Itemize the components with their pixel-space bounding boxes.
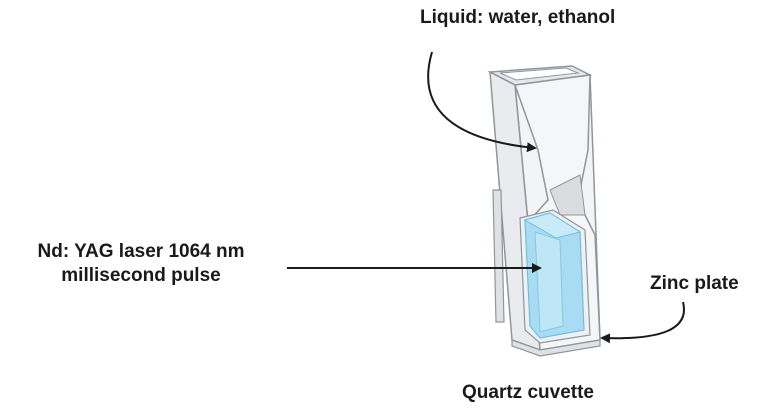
laser-label: Nd: YAG laser 1064 nm millisecond pulse (6, 240, 276, 288)
laser-label-line1: Nd: YAG laser 1064 nm (37, 241, 245, 262)
quartz-cuvette (487, 65, 601, 357)
liquid-label: Liquid: water, ethanol (420, 7, 616, 28)
zinc-plate-label: Zinc plate (650, 273, 739, 294)
liquid-surface (523, 212, 582, 239)
cuvette-label: Quartz cuvette (462, 382, 594, 403)
cuvette-taper-shading (549, 174, 586, 216)
liquid-arrow (427, 51, 537, 153)
zinc-plate (534, 231, 564, 333)
zinc-plate-arrow (600, 301, 685, 344)
laser-label-line2: millisecond pulse (61, 265, 221, 286)
cuvette-base (511, 339, 601, 357)
cuvette-top-opening (499, 67, 580, 81)
cuvette-left-rail (492, 189, 505, 323)
